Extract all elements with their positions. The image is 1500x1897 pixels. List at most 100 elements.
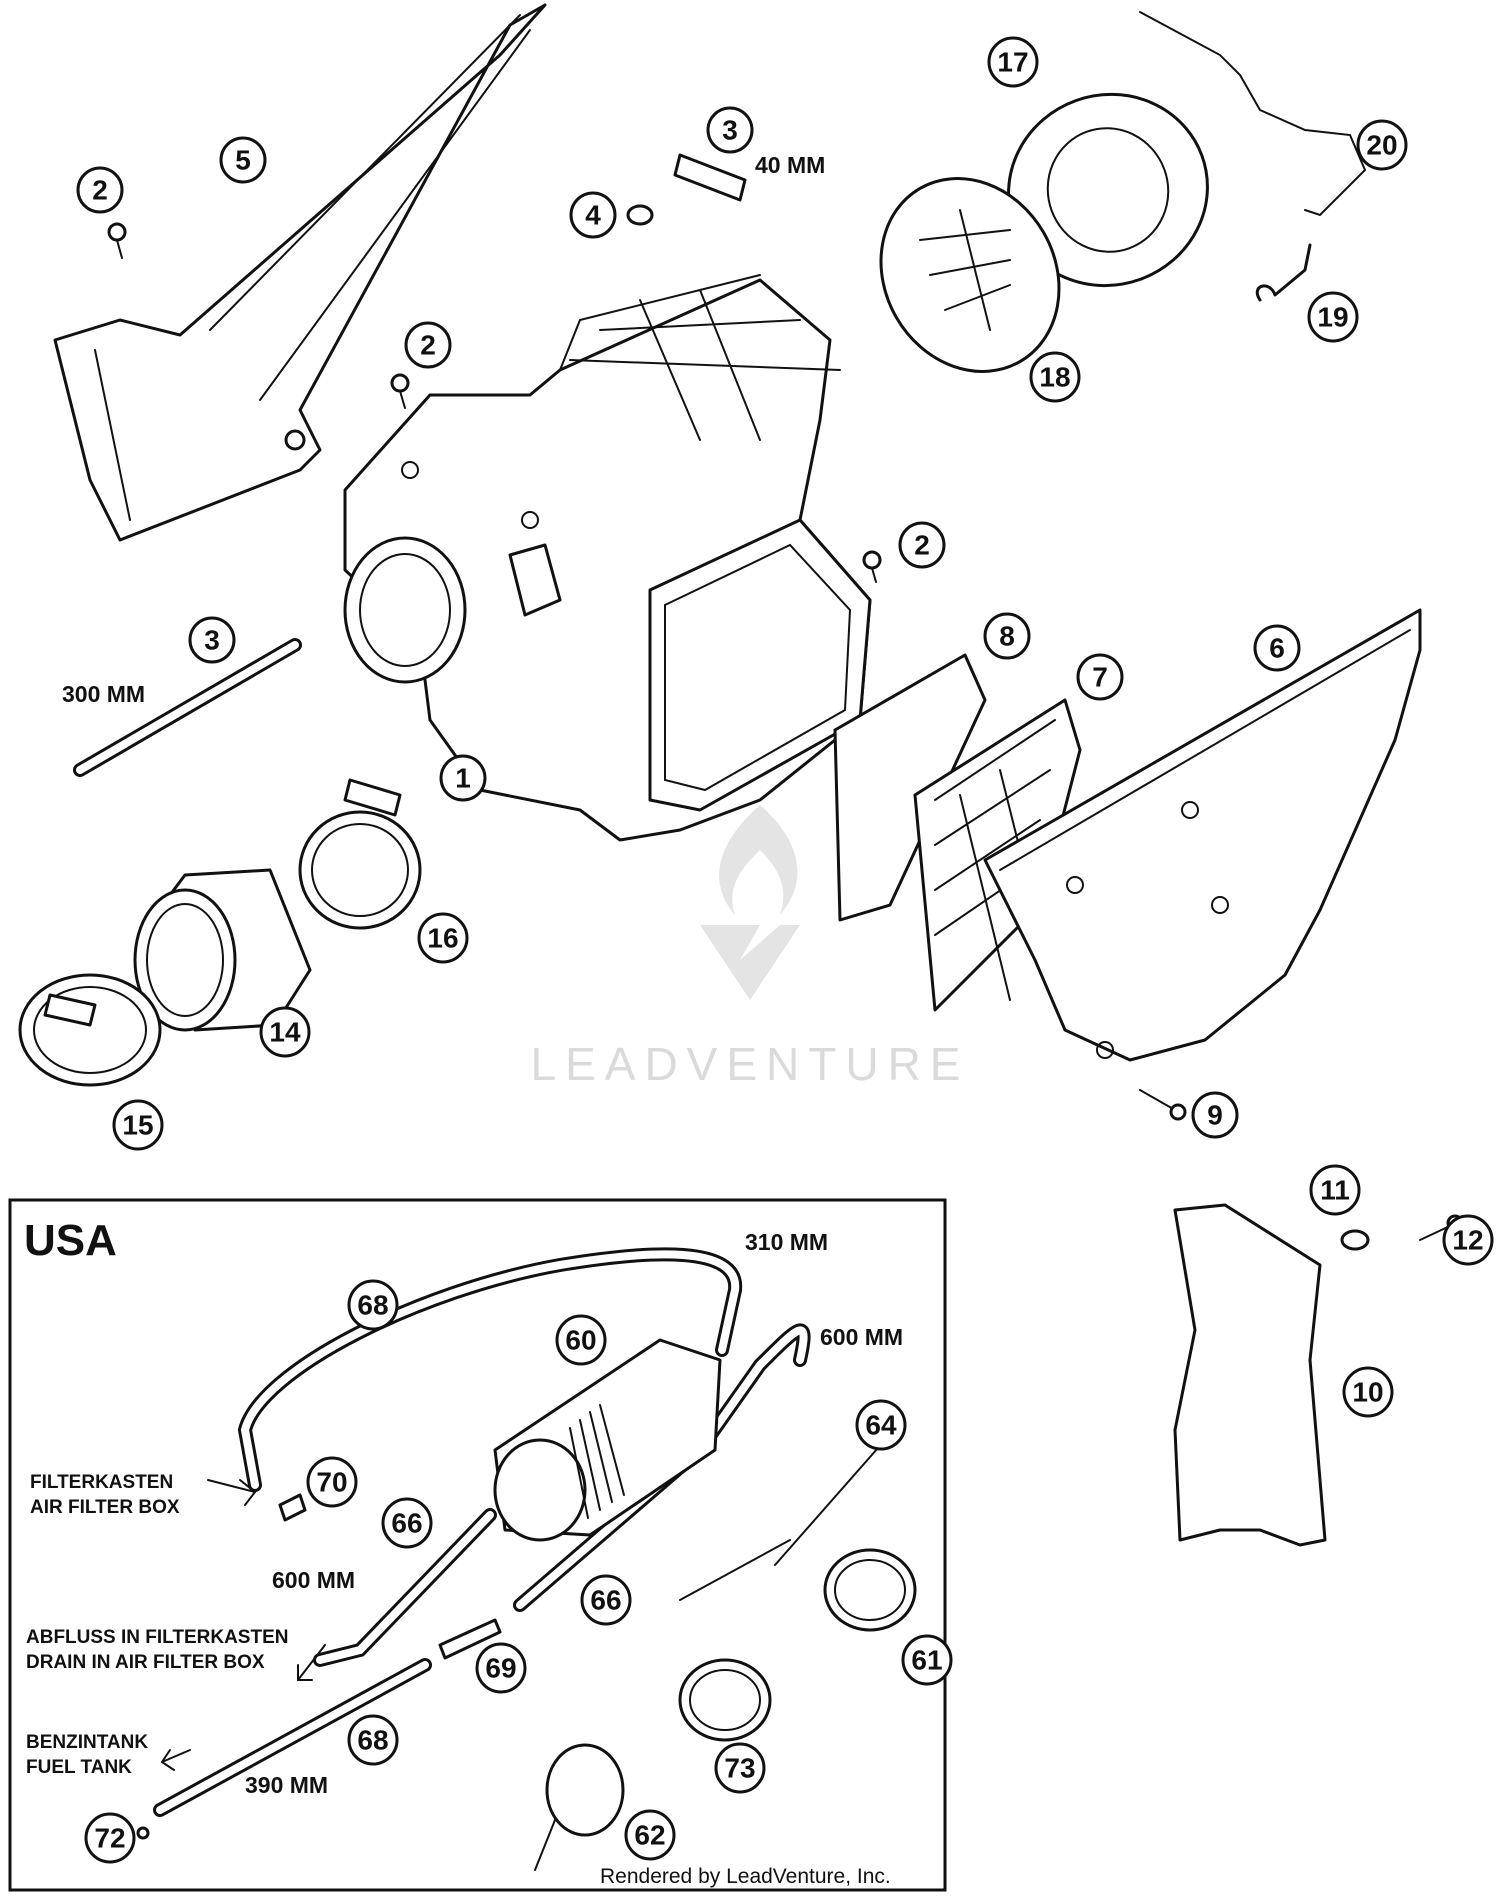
part-61-clamp (823, 1548, 917, 1632)
part-4-grommet (626, 204, 654, 226)
callout-10: 10 (1342, 1366, 1394, 1418)
usa-inset-box: USA (8, 1198, 953, 1892)
callout-14: 14 (259, 1006, 311, 1058)
callout-20: 20 (1356, 119, 1408, 171)
note-filterkasten: FILTERKASTEN (30, 1472, 173, 1493)
svg-text:62: 62 (634, 1820, 665, 1851)
arrow-fuel-tank (160, 1749, 191, 1771)
dimension-310mm: 310 MM (745, 1229, 828, 1255)
callout-66: 66 (580, 1574, 632, 1626)
svg-text:16: 16 (427, 923, 458, 954)
svg-text:4: 4 (585, 200, 601, 231)
dimension-40mm: 40 MM (755, 152, 825, 178)
svg-text:73: 73 (724, 1753, 755, 1784)
svg-text:64: 64 (865, 1410, 897, 1441)
svg-text:70: 70 (316, 1467, 347, 1498)
svg-text:2: 2 (914, 530, 930, 561)
callout-16: 16 (417, 912, 469, 964)
dimension-600mm-top: 600 MM (820, 1324, 903, 1350)
part-11-washer (1340, 1229, 1370, 1251)
callout-6: 6 (1253, 624, 1301, 672)
watermark-text: LEADVENTURE (531, 1038, 970, 1090)
part-3-hose-40mm (673, 153, 747, 202)
svg-text:14: 14 (269, 1017, 301, 1048)
svg-text:20: 20 (1366, 130, 1397, 161)
note-benzintank: BENZINTANK (26, 1732, 148, 1753)
note-fuel-tank: FUEL TANK (26, 1757, 132, 1778)
svg-text:2: 2 (420, 330, 436, 361)
svg-text:5: 5 (235, 145, 251, 176)
svg-text:68: 68 (357, 1290, 388, 1321)
callout-68: 68 (347, 1714, 399, 1766)
part-9-screw (1139, 1089, 1187, 1121)
svg-text:69: 69 (485, 1653, 516, 1684)
part-6-right-side-cover (983, 608, 1422, 1062)
svg-text:11: 11 (1320, 1175, 1350, 1206)
dimension-300mm: 300 MM (62, 681, 145, 707)
rendered-by-credit: Rendered by LeadVenture, Inc. (600, 1865, 891, 1888)
svg-text:68: 68 (357, 1725, 388, 1756)
part-5-left-side-cover (53, 3, 547, 542)
svg-text:61: 61 (911, 1645, 942, 1676)
part-19-pin (1255, 243, 1312, 302)
part-2-screw-middle (390, 373, 410, 409)
note-air-filter-box: AIR FILTER BOX (30, 1497, 180, 1518)
svg-text:19: 19 (1317, 302, 1348, 333)
callout-3: 3 (188, 616, 236, 664)
svg-text:15: 15 (122, 1110, 153, 1141)
callout-68: 68 (347, 1279, 399, 1331)
part-2-screw-right (862, 550, 882, 583)
part-64-screw-line (679, 1439, 886, 1601)
part-14-intake-boot (133, 868, 312, 1032)
part-18-filter-cage (879, 177, 1061, 373)
callout-61: 61 (901, 1634, 953, 1686)
dimension-390mm: 390 MM (245, 1772, 328, 1798)
svg-text:6: 6 (1269, 633, 1285, 664)
callout-62: 62 (624, 1809, 676, 1861)
svg-text:60: 60 (565, 1325, 596, 1356)
callout-12: 12 (1442, 1214, 1494, 1266)
note-abfluss: ABFLUSS IN FILTERKASTEN (26, 1627, 288, 1648)
note-drain: DRAIN IN AIR FILTER BOX (26, 1652, 265, 1673)
callout-4: 4 (569, 191, 617, 239)
svg-text:3: 3 (722, 115, 738, 146)
callout-8: 8 (983, 612, 1031, 660)
usa-inset-title: USA (24, 1216, 117, 1265)
svg-text:66: 66 (391, 1508, 422, 1539)
callout-5: 5 (219, 136, 267, 184)
svg-text:9: 9 (1207, 1100, 1223, 1131)
part-10-mud-flap (1173, 1203, 1327, 1547)
part-70-fitting (278, 1493, 307, 1522)
svg-text:66: 66 (590, 1585, 621, 1616)
callout-7: 7 (1076, 653, 1124, 701)
part-20-wire-clip (1139, 11, 1367, 217)
part-1-air-filter-box (343, 274, 872, 842)
callout-18: 18 (1029, 351, 1081, 403)
callout-66: 66 (381, 1497, 433, 1549)
part-16-hose-clamp (298, 778, 422, 930)
part-69-connector (438, 1618, 502, 1660)
callout-19: 19 (1307, 291, 1359, 343)
callout-9: 9 (1191, 1091, 1239, 1139)
svg-text:8: 8 (999, 621, 1015, 652)
part-2-screw-top-left (107, 222, 127, 259)
svg-text:3: 3 (204, 625, 220, 656)
callout-2: 2 (76, 166, 124, 214)
part-62-cable-tie (534, 1743, 625, 1871)
part-73-clamp (678, 1658, 772, 1742)
callout-72: 72 (84, 1812, 136, 1864)
callout-70: 70 (306, 1456, 358, 1508)
svg-text:17: 17 (997, 47, 1028, 78)
callout-15: 15 (112, 1099, 164, 1151)
callout-11: 11 (1309, 1164, 1361, 1216)
callout-60: 60 (555, 1314, 607, 1366)
svg-text:12: 12 (1452, 1225, 1483, 1256)
callout-73: 73 (714, 1742, 766, 1794)
callout-1: 1 (439, 754, 487, 802)
callout-69: 69 (475, 1642, 527, 1694)
callout-64: 64 (855, 1399, 907, 1451)
svg-text:10: 10 (1352, 1377, 1383, 1408)
svg-text:18: 18 (1039, 362, 1070, 393)
callout-2: 2 (898, 521, 946, 569)
